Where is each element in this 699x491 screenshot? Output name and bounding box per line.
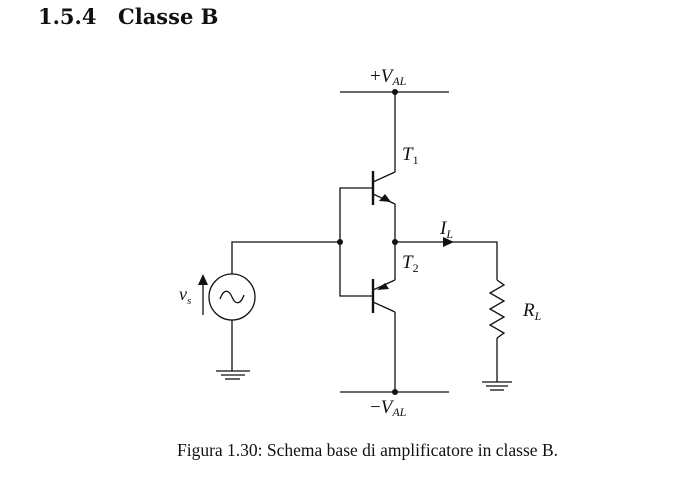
- load-resistor-icon: [488, 279, 506, 339]
- t1-emitter-arrow-icon: [379, 194, 391, 202]
- t1-label: T1: [402, 144, 419, 167]
- positive-supply-label: +VAL: [370, 66, 407, 88]
- ground-icon: [482, 381, 512, 391]
- source-voltage-label: vs: [179, 284, 191, 307]
- t2-emitter-arrow-icon: [377, 283, 389, 290]
- junction-dot: [392, 389, 398, 395]
- junction-dot: [337, 239, 343, 245]
- junction-dot: [392, 89, 398, 95]
- input-wire: [231, 241, 340, 274]
- ground-icon: [216, 370, 250, 380]
- section-heading: 1.5.4 Classe B: [38, 4, 218, 29]
- load-current-label: IL: [439, 218, 453, 241]
- base-bus-wire: [339, 187, 373, 297]
- negative-supply-label: −VAL: [370, 397, 407, 419]
- figure-caption: Figura 1.30: Schema base di amplificator…: [176, 440, 558, 460]
- section-title: Classe B: [118, 4, 219, 29]
- sine-wave-icon: [219, 290, 245, 304]
- load-resistor-label: RL: [522, 300, 542, 323]
- section-number: 1.5.4: [38, 4, 97, 29]
- junction-dot: [392, 239, 398, 245]
- output-wire: [395, 241, 498, 280]
- voltage-arrowhead-icon: [198, 274, 208, 285]
- t2-label: T2: [402, 252, 419, 275]
- current-arrow-icon: [443, 237, 454, 247]
